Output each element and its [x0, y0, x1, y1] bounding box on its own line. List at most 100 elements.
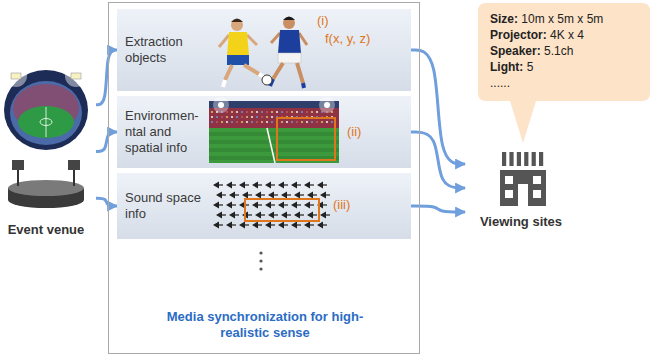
spec-line: ...... [490, 75, 510, 91]
stadium-pitch [18, 106, 74, 138]
speaker-post [17, 170, 19, 186]
spec-line: Projector: 4K x 4 [490, 27, 584, 43]
sound-arrow [281, 192, 287, 199]
building-door [518, 184, 528, 206]
sound-arrow [216, 192, 222, 199]
spec-line: Light: 5 [490, 59, 533, 75]
sound-arrow-tail [284, 204, 288, 205]
player-head [283, 17, 295, 29]
crowd-dot [291, 111, 293, 113]
crowd-dot [226, 121, 228, 123]
sound-arrow-tail [287, 194, 291, 195]
sound-arrow-tail [271, 224, 275, 225]
sound-arrow-tail [258, 204, 262, 205]
sound-arrow-tail [326, 194, 330, 195]
sound-arrow-tail [274, 214, 278, 215]
sound-arrow [278, 222, 284, 229]
crowd-dot [261, 116, 263, 118]
sound-arrow-tail [232, 204, 236, 205]
sound-arrow [226, 222, 232, 229]
flood-light [11, 73, 21, 79]
sound-arrow-tail [310, 184, 314, 185]
stage-disc-top [8, 180, 84, 196]
sound-arrow [304, 222, 310, 229]
crowd-dot [286, 121, 288, 123]
continuation-dot [259, 251, 262, 254]
sound-arrow [229, 212, 235, 219]
crowd-dot [226, 111, 228, 113]
crowd-dot [296, 111, 298, 113]
player-shorts [227, 55, 249, 65]
sound-arrow-tail [222, 214, 226, 215]
player-leg [244, 65, 259, 74]
sound-arrow-tail [300, 214, 304, 215]
crowd-dot [296, 121, 298, 123]
player-leg [273, 63, 283, 79]
crowd-dot [271, 121, 273, 123]
sound-arrow-tail [297, 224, 301, 225]
sound-arrow [320, 212, 326, 219]
sound-arrow [265, 222, 271, 229]
sound-arrow-tail [219, 204, 223, 205]
sound-arrow-tail [274, 194, 278, 195]
crowd-dot [256, 111, 258, 113]
sound-arrow [304, 182, 310, 189]
crowd-dot [316, 111, 318, 113]
crowd-dot [306, 111, 308, 113]
callout-number: (iii) [333, 197, 350, 213]
sound-arrow [265, 182, 271, 189]
crowd-dot [256, 121, 258, 123]
flow-arrow [96, 132, 117, 152]
spec-key: Speaker: [490, 44, 541, 58]
sound-arrow-tail [300, 194, 304, 195]
crowd-dot [246, 111, 248, 113]
text-slot: Viewing sites [465, 214, 577, 230]
crowd-dot [221, 116, 223, 118]
pitch-stripe [209, 140, 339, 144]
player-leg [225, 65, 232, 80]
building-window [505, 190, 513, 198]
text-slot: Projector: 4K x 4 [490, 27, 584, 43]
highlight-box [277, 118, 335, 160]
flood-light [218, 102, 224, 108]
crowd-dot [236, 111, 238, 113]
crowd-dot [266, 111, 268, 113]
band-label: Extraction objects [125, 34, 205, 66]
crowd-dot [311, 121, 313, 123]
player-leg [297, 63, 303, 83]
sound-arrow [307, 192, 313, 199]
spec-value: 5.1ch [541, 44, 574, 58]
crowd-dot [281, 121, 283, 123]
sound-arrow-tail [310, 204, 314, 205]
text-slot: (ii) [347, 124, 361, 140]
text-slot: Speaker: 5.1ch [490, 43, 573, 59]
flow-arrow [96, 198, 117, 206]
sound-arrow-tail [261, 194, 265, 195]
sound-arrow [229, 192, 235, 199]
crowd-dot [271, 111, 273, 113]
crowd-dot [246, 116, 248, 118]
crowd-dot [326, 121, 328, 123]
spec-key: Size: [490, 12, 518, 26]
player-head [231, 19, 243, 31]
crowd-dot [216, 121, 218, 123]
speaker-symbol [68, 160, 80, 170]
sound-arrow-tail [297, 204, 301, 205]
player-shirt [227, 32, 249, 55]
info-band: Extraction objects(i)f(x, y, z) [117, 9, 411, 91]
pitch-stripe [209, 132, 339, 136]
speaker-post [73, 170, 75, 186]
player-hair [231, 19, 243, 23]
sound-arrow-tail [284, 184, 288, 185]
venue-node: Event venue [2, 58, 96, 245]
pitch-circle [40, 119, 52, 126]
sound-arrow [307, 212, 313, 219]
callout-number: (i) [317, 13, 329, 29]
sound-arrow-tail [222, 194, 226, 195]
text-slot: Event venue [2, 222, 90, 238]
building-window [505, 176, 513, 184]
player-shorts [278, 53, 301, 63]
sound-arrow-tail [271, 204, 275, 205]
sound-arrow-tail [219, 184, 223, 185]
